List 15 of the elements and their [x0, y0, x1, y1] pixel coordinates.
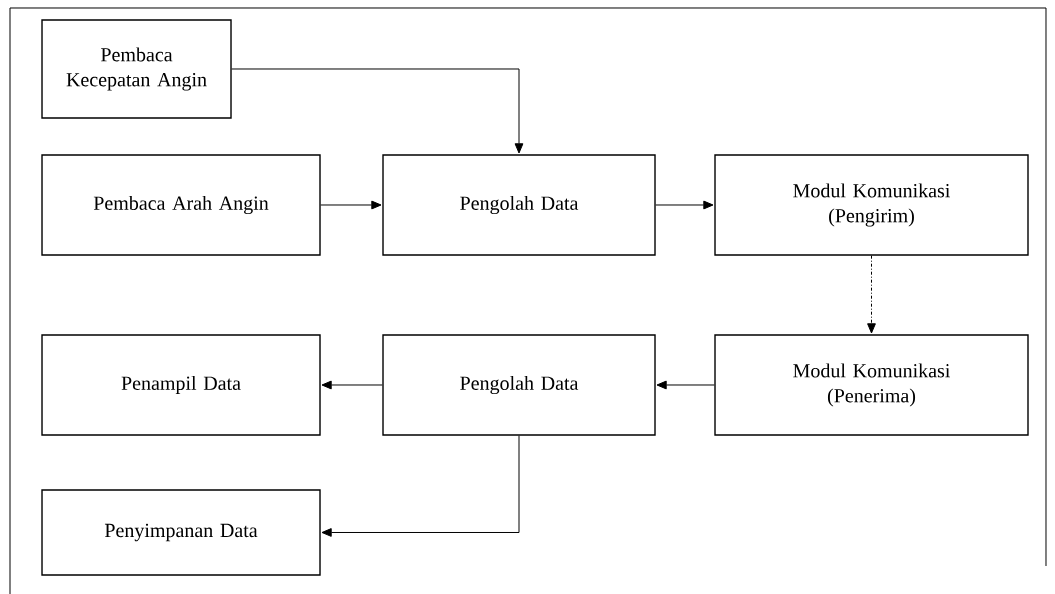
arrow	[231, 68, 524, 154]
process-box: Pengolah Data	[382, 154, 656, 256]
arrow	[655, 200, 714, 210]
process-box: Modul Komunikasi (Pengirim)	[714, 154, 1029, 256]
process-box: Pengolah Data	[382, 334, 656, 436]
process-box: Pembaca Arah Angin	[41, 154, 321, 256]
arrow	[867, 255, 876, 334]
process-box: Penampil Data	[41, 334, 321, 436]
arrow	[656, 380, 715, 390]
process-box: Penyimpanan Data	[41, 489, 321, 576]
arrow	[321, 435, 520, 537]
arrow	[320, 200, 382, 210]
arrow	[321, 380, 383, 390]
process-box: Pembaca Kecepatan Angin	[41, 19, 232, 119]
process-box: Modul Komunikasi (Penerima)	[714, 334, 1029, 436]
